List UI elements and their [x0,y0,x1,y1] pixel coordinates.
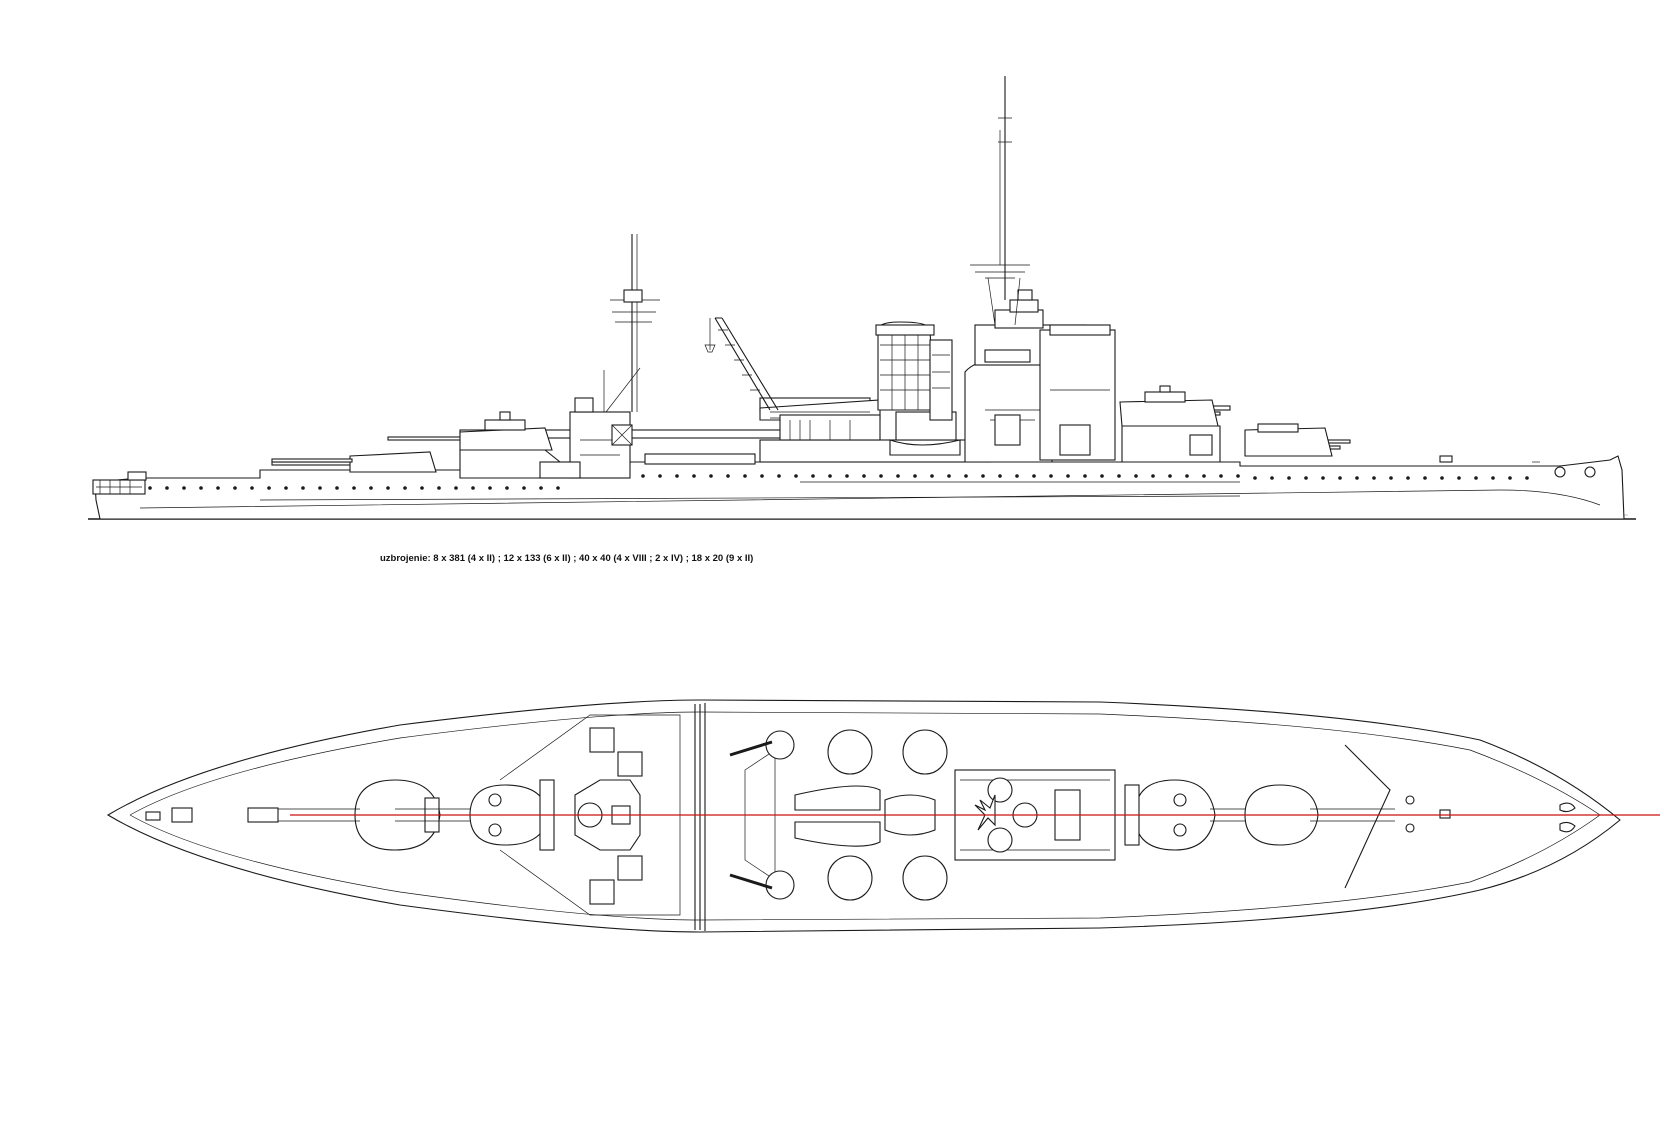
porthole [556,486,560,490]
porthole [828,474,832,478]
porthole [335,486,339,490]
porthole [403,486,407,490]
armament-caption: uzbrojenie: 8 x 381 (4 x II) ; 12 x 133 … [380,553,754,564]
porthole [1406,476,1410,480]
porthole [1015,474,1019,478]
porthole [1032,474,1036,478]
porthole [1338,476,1342,480]
porthole [1457,476,1461,480]
bridge-tower [964,289,1116,463]
porthole [386,486,390,490]
porthole [1389,476,1393,480]
porthole [845,474,849,478]
secondary-turrets-plan [729,729,948,901]
plan-view [106,699,1660,933]
porthole [1100,474,1104,478]
porthole [1134,474,1138,478]
porthole [420,486,424,490]
porthole [488,486,492,490]
turret-a [1244,423,1351,457]
porthole [862,474,866,478]
porthole [964,474,968,478]
porthole [947,474,951,478]
turret-y [271,451,437,473]
turret-b [1119,385,1231,463]
porthole [1287,476,1291,480]
porthole [1321,476,1325,480]
porthole [165,486,169,490]
porthole [998,474,1002,478]
porthole [250,486,254,490]
porthole [1508,476,1512,480]
porthole [369,486,373,490]
porthole [539,486,543,490]
porthole [182,486,186,490]
porthole [1304,476,1308,480]
crane [704,317,779,411]
porthole [896,474,900,478]
porthole [1253,476,1257,480]
porthole [233,486,237,490]
porthole [1117,474,1121,478]
porthole [879,474,883,478]
porthole [692,474,696,478]
porthole [981,474,985,478]
porthole [760,474,764,478]
foremast [970,76,1030,326]
porthole [709,474,713,478]
porthole [930,474,934,478]
porthole [1202,474,1206,478]
porthole [505,486,509,490]
porthole [1083,474,1087,478]
turret-x [387,411,821,451]
porthole [1151,474,1155,478]
porthole [641,474,645,478]
porthole [726,474,730,478]
porthole [284,486,288,490]
porthole [1049,474,1053,478]
porthole [777,474,781,478]
porthole [1185,474,1189,478]
porthole [352,486,356,490]
porthole [811,474,815,478]
deck-outline [106,699,1621,933]
porthole [1474,476,1478,480]
porthole [794,474,798,478]
porthole [1525,476,1529,480]
porthole [1219,474,1223,478]
porthole [1270,476,1274,480]
porthole [675,474,679,478]
portholes [148,474,1529,490]
porthole [1423,476,1427,480]
mainmast [603,234,660,413]
porthole [318,486,322,490]
porthole [1355,476,1359,480]
porthole [148,486,152,490]
porthole [267,486,271,490]
porthole [471,486,475,490]
porthole [658,474,662,478]
porthole [1491,476,1495,480]
porthole [1440,476,1444,480]
porthole [301,486,305,490]
porthole [1168,474,1172,478]
porthole [913,474,917,478]
porthole [437,486,441,490]
porthole [1066,474,1070,478]
porthole [522,486,526,490]
porthole [199,486,203,490]
funnel [875,321,935,411]
porthole [743,474,747,478]
porthole [1236,474,1240,478]
porthole [454,486,458,490]
side-profile [88,76,1636,520]
porthole [1372,476,1376,480]
porthole [216,486,220,490]
